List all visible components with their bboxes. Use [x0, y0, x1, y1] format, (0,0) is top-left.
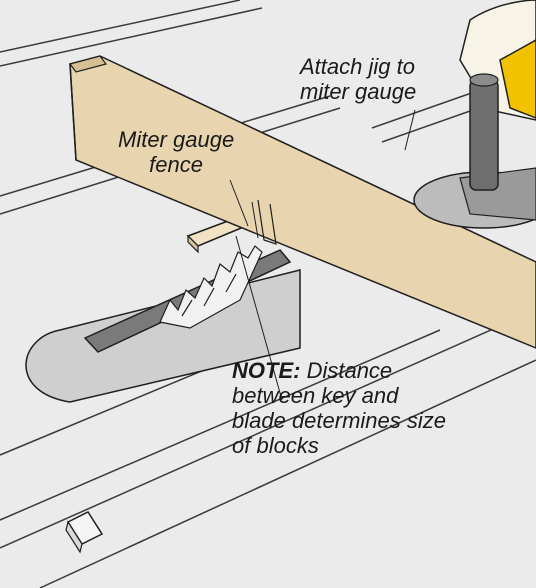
yellow-handle — [499, 39, 536, 119]
miter-gauge-fence-label: Miter gauge fence — [118, 127, 234, 177]
note-prefix: NOTE: — [232, 358, 301, 383]
saw-blade-icon — [159, 245, 263, 329]
leader-lines — [229, 109, 416, 401]
attach-jig-line-1: Attach jig to — [300, 54, 415, 79]
miter-gauge-knob-icon — [469, 73, 499, 191]
attach-jig-line-2: miter gauge — [300, 79, 417, 104]
miter-fence-line-1: Miter gauge — [118, 127, 235, 152]
miter-bar-end — [65, 511, 104, 554]
note-line-3: blade determines size — [232, 408, 447, 433]
note-callout: NOTE: Distance between key and blade det… — [232, 358, 446, 458]
note-line-2: between key and — [232, 383, 399, 408]
attach-jig-label: Attach jig to miter gauge — [300, 54, 416, 104]
miter-fence-line-2: fence — [149, 152, 203, 177]
note-line-4: of blocks — [232, 433, 319, 458]
note-line-1: Distance — [306, 358, 393, 383]
miter-gauge-fence-board — [68, 55, 536, 349]
